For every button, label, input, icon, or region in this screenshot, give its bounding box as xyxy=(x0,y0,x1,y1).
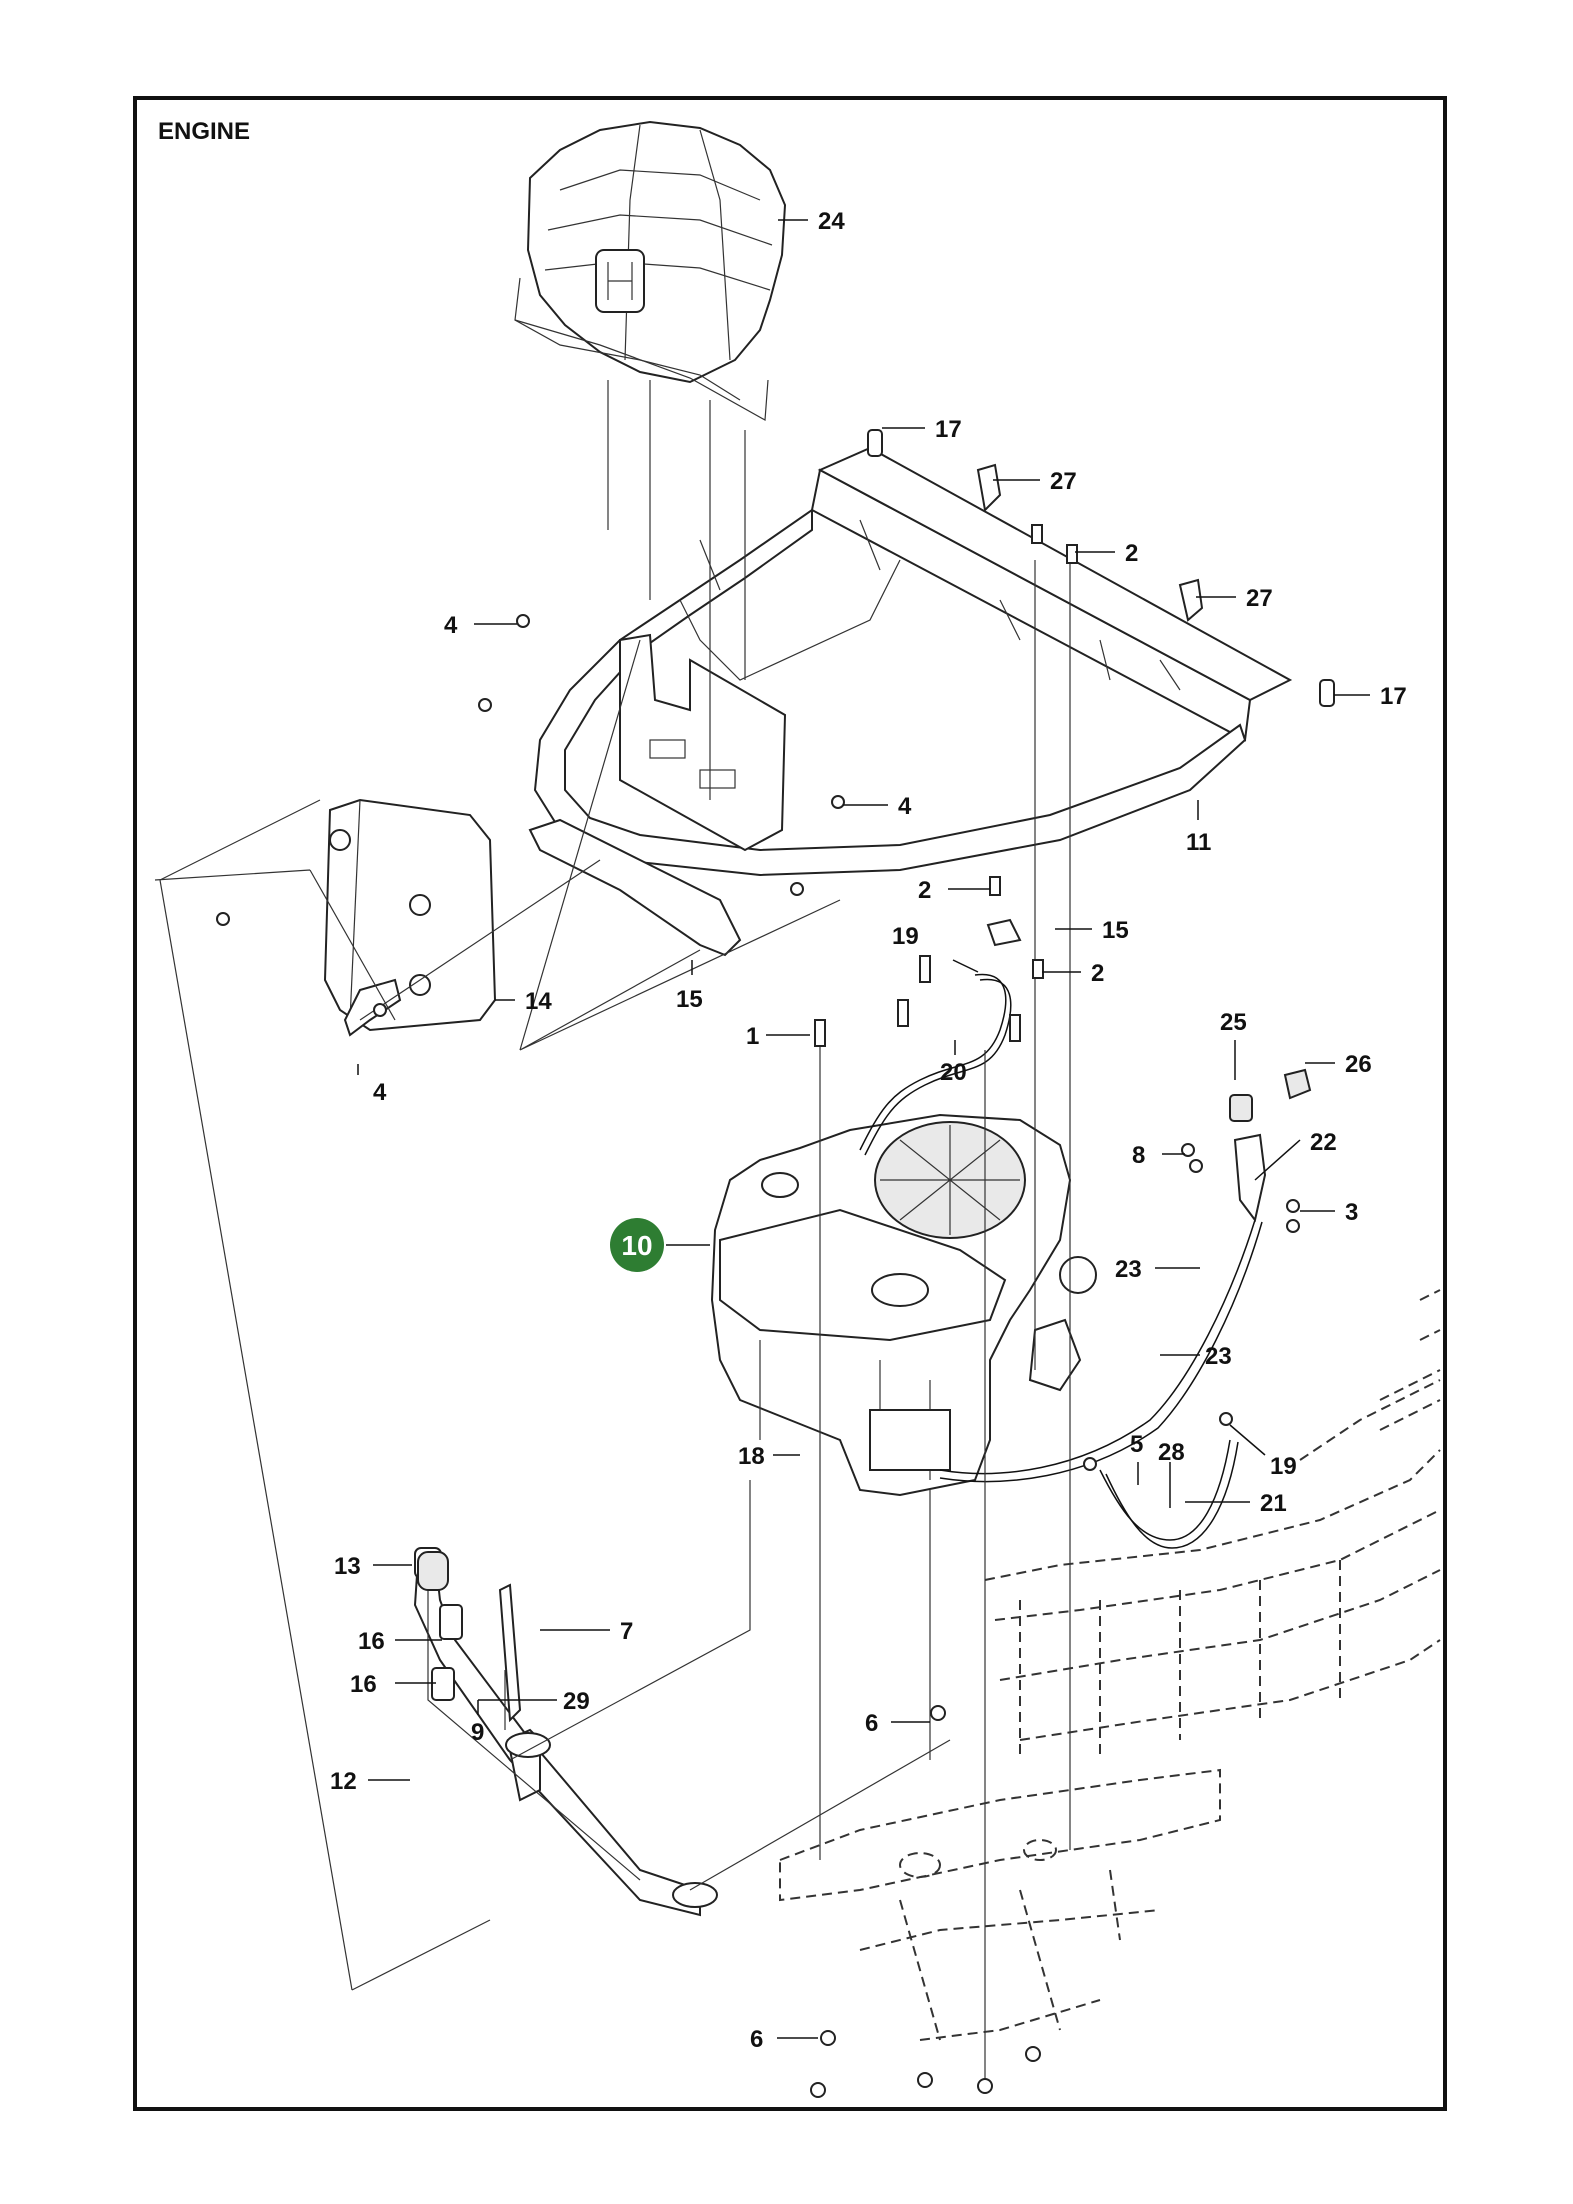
callout-12: 12 xyxy=(330,1768,357,1795)
ground-cable xyxy=(1099,1439,1239,1549)
exhaust-pipe xyxy=(413,1547,718,1917)
leader-lines xyxy=(357,219,1370,2039)
diagram-frame xyxy=(133,96,1447,2111)
callout-3: 3 xyxy=(1345,1199,1358,1226)
callout-27: 27 xyxy=(1050,468,1077,495)
callout-18: 18 xyxy=(738,1443,765,1470)
callout-16: 16 xyxy=(350,1671,377,1698)
badge-circle xyxy=(610,1218,664,1272)
callout-4: 4 xyxy=(444,612,458,639)
callout-4: 4 xyxy=(373,1079,387,1106)
callout-19: 19 xyxy=(892,923,919,950)
callout-8: 8 xyxy=(1132,1142,1145,1169)
highlight-badge-10: 10 xyxy=(610,1218,710,1272)
callout-26: 26 xyxy=(1345,1051,1372,1078)
engine-frame xyxy=(533,446,1293,877)
callout-28: 28 xyxy=(1158,1439,1185,1466)
callout-27: 27 xyxy=(1246,585,1273,612)
badge-label: 10 xyxy=(621,1230,652,1261)
callout-23: 23 xyxy=(1115,1256,1142,1283)
callout-24: 24 xyxy=(818,208,845,235)
mount-bracket-plate xyxy=(528,633,787,957)
callout-23: 23 xyxy=(1205,1343,1232,1370)
callout-2: 2 xyxy=(1125,540,1138,567)
callout-1: 1 xyxy=(746,1023,759,1050)
callout-2: 2 xyxy=(1091,960,1104,987)
callout-17: 17 xyxy=(935,416,962,443)
callout-7: 7 xyxy=(620,1618,633,1645)
callout-15: 15 xyxy=(676,986,703,1013)
tractor-chassis xyxy=(779,1289,1441,2041)
callout-4: 4 xyxy=(898,793,912,820)
callout-14: 14 xyxy=(525,988,552,1015)
engine-body xyxy=(710,1113,1097,1497)
callout-5: 5 xyxy=(1130,1431,1143,1458)
callout-22: 22 xyxy=(1310,1129,1337,1156)
callout-17: 17 xyxy=(1380,683,1407,710)
callout-6: 6 xyxy=(750,2026,763,2053)
callout-16: 16 xyxy=(358,1628,385,1655)
callout-9: 9 xyxy=(471,1719,484,1746)
diagram-title: ENGINE xyxy=(158,118,251,145)
callout-25: 25 xyxy=(1220,1009,1247,1036)
callout-6: 6 xyxy=(865,1710,878,1737)
callout-19: 19 xyxy=(1270,1453,1297,1480)
engine-hood xyxy=(514,120,787,421)
fasteners xyxy=(216,429,1335,2098)
callout-21: 21 xyxy=(1260,1490,1287,1517)
callout-2: 2 xyxy=(918,877,931,904)
assembly-lines xyxy=(154,380,1071,2080)
throttle-cables xyxy=(939,1068,1312,1483)
callout-13: 13 xyxy=(334,1553,361,1580)
exhaust-bracket xyxy=(417,1551,522,1723)
callout-11: 11 xyxy=(1186,829,1211,856)
muffler xyxy=(323,798,497,1037)
callout-15: 15 xyxy=(1102,917,1129,944)
callout-29: 29 xyxy=(563,1688,590,1715)
callout-20: 20 xyxy=(940,1059,967,1086)
fuel-line xyxy=(859,973,1012,1156)
callout-labels: 24 17 27 2 27 4 17 4 11 2 15 19 2 14 15 … xyxy=(330,208,1407,2053)
